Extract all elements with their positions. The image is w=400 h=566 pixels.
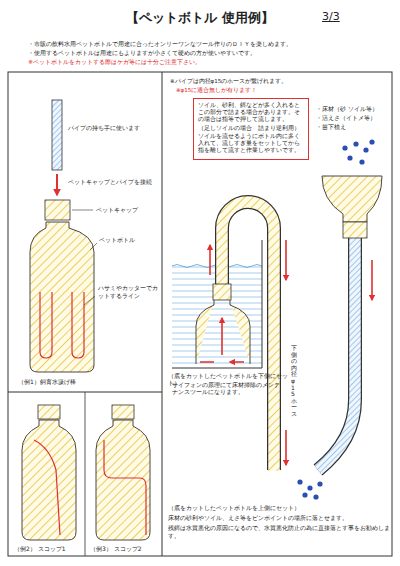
bottle-cap (213, 284, 231, 300)
cut-line (34, 440, 60, 535)
note-label: ・床材（砂 ソイル等） (316, 106, 392, 113)
note-label: ・苗下植え (316, 124, 392, 131)
note-label: ・使用するペットボトルは用途にもよりますが小さくて硬めの方が使いやすいです。 (28, 49, 390, 57)
flow-arrow (285, 430, 287, 465)
leader-line (84, 296, 95, 305)
bottle-cap (45, 200, 70, 220)
bottle-cap (343, 222, 367, 238)
flow-arrow (200, 361, 244, 363)
panel-frame (8, 72, 392, 556)
hose (318, 238, 355, 470)
arrow (56, 174, 58, 195)
note-label: ペットボトル (99, 236, 159, 244)
flow-arrow (371, 260, 373, 300)
note-label: ペットキャップとパイプを接続 (68, 178, 160, 186)
note-label: ハサミやカッターでカットするライン (98, 284, 160, 299)
page-title: 【ペットボトル 使用例】 (0, 10, 400, 26)
hose (318, 238, 355, 470)
panel-divider (85, 392, 86, 556)
note-box: ソイル、砂利、餌などが多く入れるとこの部分で詰まる場合があります。その場合は指等… (193, 98, 309, 160)
note-text: ソイル、砂利、餌などが多く入れるとこの部分で詰まる場合があります。その場合は指等… (198, 102, 304, 123)
tank-floor (172, 368, 262, 369)
flow-arrow (209, 245, 211, 275)
flow-arrow (285, 240, 287, 280)
note-label: （底をカットしたペットボトルを上側にセット） (168, 504, 390, 512)
note-label: （例3） スコップ2 (90, 545, 160, 553)
flow-arrow (221, 318, 223, 355)
bottle-cap (112, 405, 134, 419)
note-label: ※φ15に適合無しが有ります！ (176, 87, 376, 94)
note-label: 床材の砂利やソイル、えさ等をピンポイントの場所に落とせます。 (168, 514, 390, 522)
note-label: パイプの持ち手に使います (68, 124, 156, 132)
note-label: （例2） スコップ1 (14, 545, 84, 553)
pet-bottle (30, 222, 94, 372)
leader-line (72, 210, 93, 211)
pipe (52, 100, 62, 170)
scoop-2 (96, 420, 150, 540)
pet-bottle (196, 300, 250, 364)
note-label: 下側の内径φ15ホース (291, 345, 297, 418)
cut-line (72, 292, 84, 358)
note-label: （例1）飼育水汲げ棒 (18, 378, 160, 386)
note-label: ・市販の飲料水用ペットボトルで用途に合ったオンリーワンなツール作りのＤＩＹを楽し… (28, 40, 390, 48)
note-label: ※パイプは内径φ15のホースが繋げれます。 (170, 78, 390, 85)
note-label: サイフォンの原理にて床材掃除のメンテナンスツールになります。 (172, 382, 284, 396)
cut-line (104, 440, 146, 535)
feed-dots (297, 479, 322, 499)
note-label: 3/3 (322, 10, 372, 24)
leader-line (90, 243, 97, 250)
bottle-cap (38, 405, 60, 419)
scoop-1 (22, 420, 76, 540)
tank-wall (262, 240, 263, 368)
note-label: ・活えさ（イトメ等） (316, 115, 392, 122)
note-text: （足しソイルの場合 詰まり逆利用）ソイルを流せるようにボトル内に多く入れて、流し… (198, 125, 304, 154)
note-label: ※ペットボトルをカットする際はケガ等には十分ご注意下さい。 (28, 58, 390, 66)
note-label: 残餌は水質悪化の原因になるので、水質悪化防止の為に直接落とす事をお勧めします。 (168, 524, 390, 539)
cut-line (40, 292, 52, 358)
panel-divider (162, 72, 163, 556)
feed-dots (342, 139, 374, 164)
funnel-bottle (322, 176, 382, 222)
note-label: ペットキャップ (96, 206, 158, 214)
